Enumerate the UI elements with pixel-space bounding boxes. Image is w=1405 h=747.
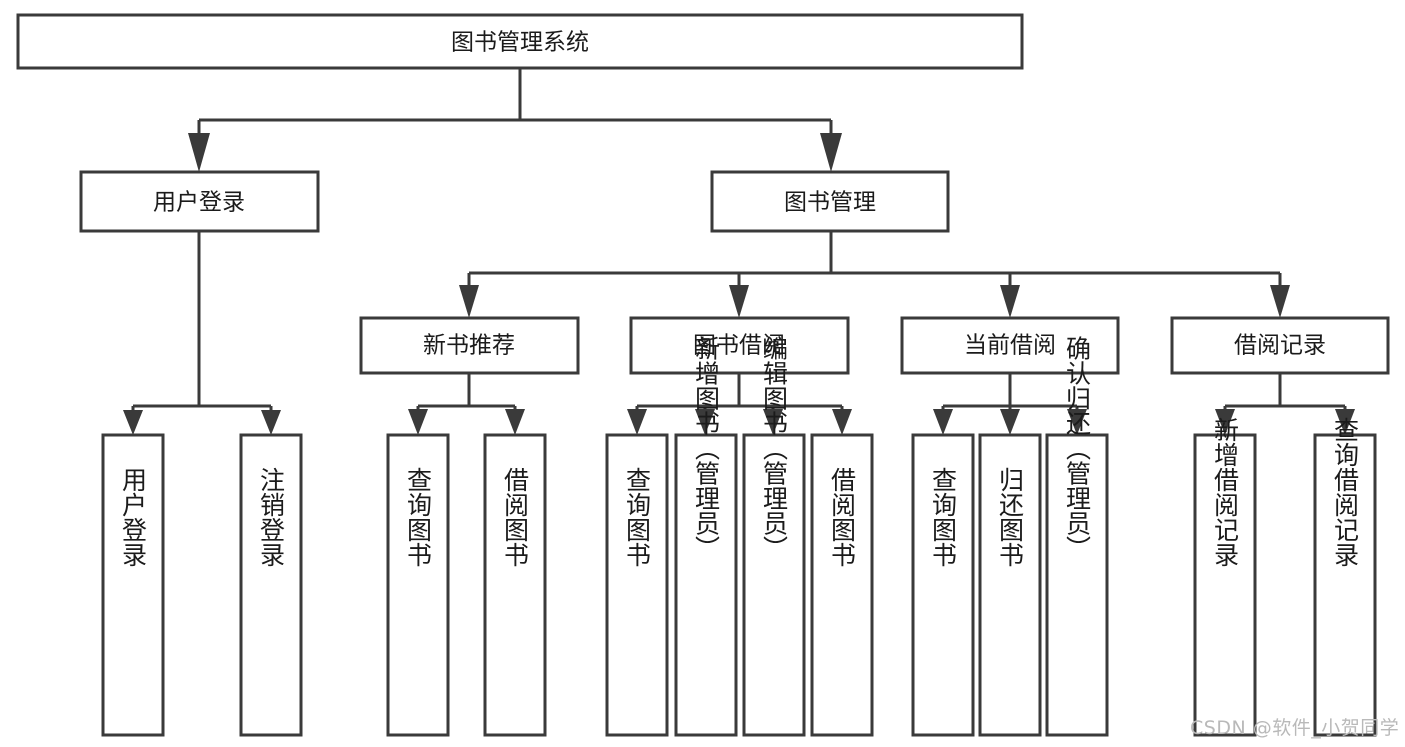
node-current-borrow-label: 当前借阅 [964,333,1056,359]
node-leaf-borrow-query-box[interactable] [605,433,669,737]
arrow-head-icon [1000,285,1020,318]
arrow-head-icon [695,409,715,435]
arrow-head-icon [729,285,749,318]
connector-bookmgmt-to-level2 [459,231,1290,318]
connector-root-to-level1 [188,68,842,172]
arrow-head-icon [820,133,842,172]
node-leaf-logout-box[interactable] [239,433,303,737]
node-leaf-current-confirm-label: 确认归还（管理员） [1063,336,1092,561]
node-leaf-borrow-book-box[interactable] [810,433,874,737]
arrow-head-icon [505,409,525,435]
node-leaf-current-query-box[interactable] [911,433,975,737]
connector-borrowrecord-to-leaves [1215,373,1355,435]
node-leaf-borrow-add[interactable]: 新增图书（管理员） [674,336,738,737]
node-leaf-user-login-label: 用户登录 [119,467,148,567]
node-leaf-current-return-label: 归还图书 [996,467,1025,567]
arrow-head-icon [1067,409,1087,435]
node-book-management[interactable]: 图书管理 [710,170,950,233]
connector-currentborrow-to-leaves [933,373,1087,435]
node-leaf-newbook-borrow-label: 借阅图书 [501,467,530,567]
node-leaf-current-confirm-box[interactable] [1045,433,1109,737]
connector-newbook-to-leaves [408,373,525,435]
node-leaf-borrow-add-label: 新增图书（管理员） [692,336,721,561]
node-borrow-record[interactable]: 借阅记录 [1170,316,1390,375]
arrow-head-icon [1215,409,1235,435]
arrow-head-icon [1335,409,1355,435]
arrow-head-icon [261,410,281,435]
node-root-label: 图书管理系统 [451,30,589,56]
node-leaf-borrow-book[interactable]: 借阅图书 [810,433,874,737]
node-leaf-record-query[interactable]: 查询借阅记录 [1313,417,1377,737]
node-new-book-recommend-label: 新书推荐 [423,333,515,359]
node-leaf-newbook-borrow-box[interactable] [483,433,547,737]
node-root-box[interactable] [16,13,1024,70]
arrow-head-icon [763,409,783,435]
connector-bookborrow-to-leaves [627,373,852,435]
node-leaf-record-query-box[interactable] [1313,433,1377,737]
node-current-borrow-box[interactable] [900,316,1120,375]
node-leaf-borrow-edit-box[interactable] [742,433,806,737]
node-leaf-record-add-box[interactable] [1193,433,1257,737]
node-borrow-record-label: 借阅记录 [1234,333,1326,359]
node-leaf-record-add-label: 新增借阅记录 [1211,417,1240,567]
node-leaf-user-login-box[interactable] [101,433,165,737]
node-leaf-borrow-add-box[interactable] [674,433,738,737]
node-leaf-user-login[interactable]: 用户登录 [101,433,165,737]
arrow-head-icon [123,410,143,435]
node-leaf-logout-label: 注销登录 [257,467,286,567]
node-leaf-newbook-query-label: 查询图书 [404,467,433,567]
node-leaf-current-confirm[interactable]: 确认归还（管理员） [1045,336,1109,737]
node-current-borrow[interactable]: 当前借阅 [900,316,1120,375]
node-leaf-current-query[interactable]: 查询图书 [911,433,975,737]
node-leaf-record-query-label: 查询借阅记录 [1331,417,1360,567]
node-book-borrow-label: 图书借阅 [693,333,785,359]
node-root[interactable]: 图书管理系统 [16,13,1024,70]
node-leaf-borrow-edit-label: 编辑图书（管理员） [760,336,789,561]
node-leaf-borrow-query-label: 查询图书 [623,467,652,567]
node-leaf-current-query-label: 查询图书 [929,467,958,567]
node-user-login-box[interactable] [79,170,320,233]
node-book-management-label: 图书管理 [784,190,876,216]
node-new-book-recommend-box[interactable] [359,316,580,375]
node-leaf-current-return-box[interactable] [978,433,1042,737]
node-leaf-logout[interactable]: 注销登录 [239,433,303,737]
node-leaf-newbook-query[interactable]: 查询图书 [386,433,450,737]
node-leaf-newbook-borrow[interactable]: 借阅图书 [483,433,547,737]
node-book-management-box[interactable] [710,170,950,233]
arrow-head-icon [933,409,953,435]
node-book-borrow-box[interactable] [629,316,850,375]
arrow-head-icon [832,409,852,435]
arrow-head-icon [459,285,479,318]
arrow-head-icon [408,409,428,435]
node-leaf-newbook-query-box[interactable] [386,433,450,737]
arrow-head-icon [627,409,647,435]
node-user-login[interactable]: 用户登录 [79,170,320,233]
node-book-borrow[interactable]: 图书借阅 [629,316,850,375]
connector-userlogin-to-leaves [123,231,281,435]
node-leaf-borrow-book-label: 借阅图书 [828,467,857,567]
arrow-head-icon [1270,285,1290,318]
arrow-head-icon [1000,409,1020,435]
node-new-book-recommend[interactable]: 新书推荐 [359,316,580,375]
node-leaf-current-return[interactable]: 归还图书 [978,433,1042,737]
arrow-head-icon [188,133,210,172]
node-leaf-record-add[interactable]: 新增借阅记录 [1193,417,1257,737]
node-leaf-borrow-edit[interactable]: 编辑图书（管理员） [742,336,806,737]
node-leaf-borrow-query[interactable]: 查询图书 [605,433,669,737]
node-user-login-label: 用户登录 [153,190,245,216]
node-borrow-record-box[interactable] [1170,316,1390,375]
